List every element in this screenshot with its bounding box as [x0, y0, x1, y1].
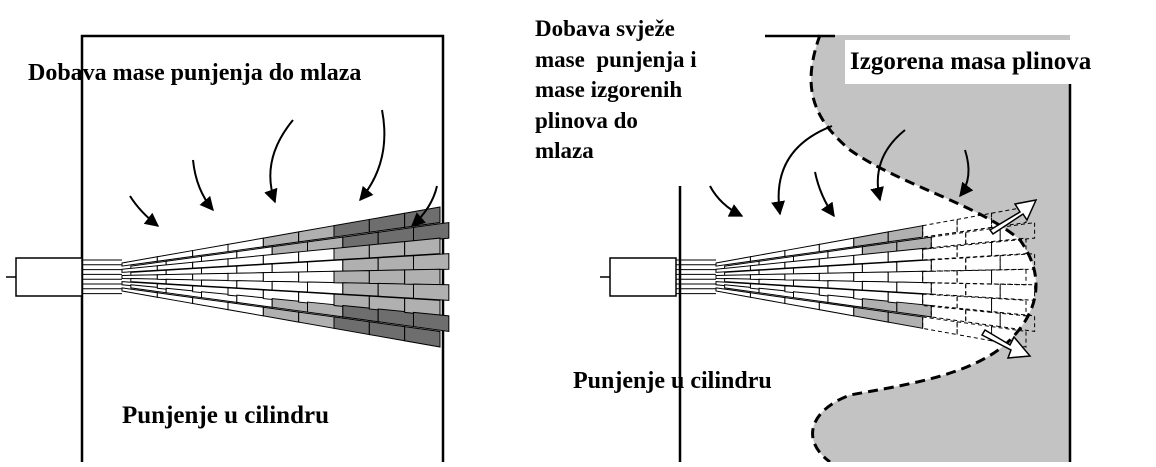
entrainment-arrows-right: [709, 125, 974, 218]
spray-parcel: [404, 237, 441, 257]
spray-parcel: [377, 282, 414, 299]
injector-body-left: [15, 257, 83, 297]
spray-parcel: [930, 282, 967, 297]
spray-parcel: [922, 270, 958, 284]
spray-parcel: [236, 263, 273, 274]
outflow-arrow-upper: [988, 198, 1038, 236]
spray-parcel: [956, 269, 993, 285]
spray-parcel: [377, 255, 414, 272]
spray-parcel: [298, 270, 335, 284]
flame-front-boundary: [809, 34, 1038, 464]
spray-parcel: [853, 271, 889, 283]
spray-parcel: [413, 283, 450, 301]
spray-parcel: [192, 272, 229, 282]
spray-parcel: [999, 253, 1036, 271]
spray-parcel: [991, 326, 1027, 348]
spray-parcel: [271, 261, 308, 274]
spray-parcel: [991, 268, 1027, 286]
spray-parcel: [896, 259, 932, 273]
spray-parcel: [999, 221, 1036, 243]
spray-parcel: [930, 304, 967, 323]
spray-parcel: [307, 281, 344, 295]
spray-parcel: [342, 282, 379, 297]
chamber-outline-left: [80, 34, 445, 462]
spray-parcel: [965, 282, 1001, 299]
spray-parcel: [999, 311, 1036, 333]
spray-parcel: [922, 218, 958, 238]
right-cylinder-charge-label: Punjenje u cilindru: [573, 368, 772, 394]
spray-parcel: [861, 261, 898, 274]
spray-parcel: [930, 257, 967, 272]
outflow-arrow-lower: [980, 328, 1032, 359]
spray-parcel: [956, 241, 993, 259]
spray-parcel: [956, 321, 993, 342]
spray-parcel: [887, 225, 924, 243]
spray-parcel: [896, 301, 932, 318]
spray-parcel: [956, 295, 993, 313]
left-supply-label: Dobava mase punjenja do mlaza: [28, 60, 362, 86]
entrainment-arrows-left: [129, 109, 438, 227]
spray-parcel: [784, 272, 820, 282]
spray-parcel: [887, 247, 924, 263]
spray-parcel: [307, 259, 344, 273]
spray-parcel: [413, 221, 450, 243]
spray-parcel: [965, 255, 1001, 272]
injector-nozzle-right: [676, 259, 716, 295]
burned-gas-label: Izgorena masa plinova: [850, 48, 1092, 75]
right-supply-label: Dobava svježe mase punjenja i mase izgor…: [535, 16, 697, 163]
spray-parcel: [922, 244, 958, 261]
spray-parcel: [896, 281, 932, 295]
spray-parcel: [413, 311, 450, 333]
spray-parcel: [413, 253, 450, 271]
injector-nozzle-left: [82, 259, 122, 295]
spray-parcel: [930, 231, 967, 250]
spray-parcel: [991, 237, 1027, 257]
spray-parcel: [887, 311, 924, 329]
spray-parcel: [404, 326, 441, 348]
spray-parcel: [227, 272, 264, 282]
spray-parcel: [404, 268, 441, 286]
fuel-spray-right: [715, 206, 1036, 348]
spray-parcel: [827, 263, 863, 274]
spray-parcel: [991, 206, 1027, 228]
spray-parcel: [965, 308, 1001, 328]
spray-parcel: [342, 257, 379, 272]
fuel-spray-left: [121, 206, 450, 348]
spray-parcel: [262, 271, 300, 283]
injector-body-right: [609, 257, 677, 297]
spray-parcel: [368, 241, 406, 259]
spray-parcel: [922, 293, 958, 310]
spray-parcel: [922, 316, 958, 336]
spray-parcel: [887, 270, 924, 284]
spray-parcel: [818, 272, 855, 282]
spray-parcel: [965, 226, 1001, 246]
spray-parcel: [991, 297, 1027, 317]
spray-parcel: [333, 270, 370, 284]
spray-parcel: [999, 283, 1036, 301]
burned-gas-region: [811, 35, 1070, 462]
outflow-arrows: [980, 198, 1038, 359]
left-cylinder-charge-label: Punjenje u cilindru: [122, 402, 329, 429]
spray-parcel: [368, 269, 406, 285]
burned-label-backdrop: [845, 40, 1145, 84]
